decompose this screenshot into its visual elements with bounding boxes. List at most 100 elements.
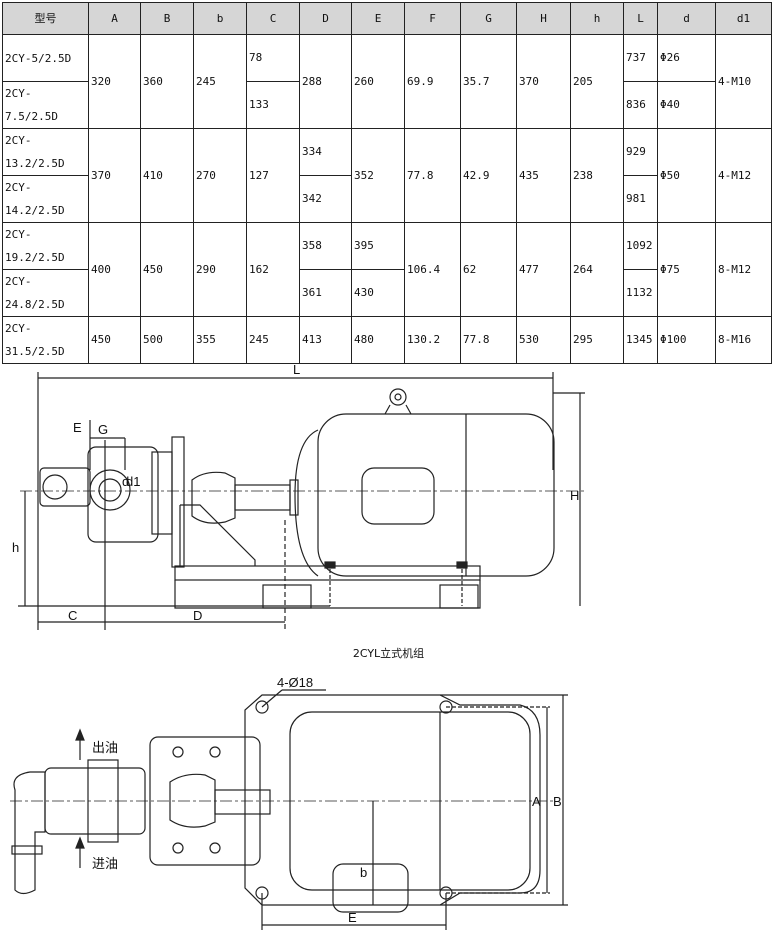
model-cell: 2CY- 14.2/2.5D [2,175,89,223]
label-E: E [73,420,82,435]
header-cell: b [193,2,247,35]
table-cell: 62 [460,222,517,317]
table-cell: 77.8 [404,128,461,223]
model-cell: 2CY- 19.2/2.5D [2,222,89,270]
label-E-top: E [348,910,357,925]
table-cell: 400 [88,222,141,317]
table-cell: 238 [570,128,624,223]
table-cell: 205 [570,34,624,129]
table-cell: 1092 [623,222,658,270]
table-cell: 260 [351,34,405,129]
label-G: G [98,422,108,437]
table-row: 2CY- 24.8/2.5D 361 430 1132 [2,269,772,317]
label-d: d [122,474,129,489]
table-cell: 320 [88,34,141,129]
header-cell: h [570,2,624,35]
table-cell: 1132 [623,269,658,317]
label-inlet: 进油 [92,856,118,871]
table-cell: 500 [140,316,194,364]
table-cell: 290 [193,222,247,317]
header-cell: L [623,2,658,35]
table-cell: 1345 [623,316,658,364]
table-row: 2CY- 13.2/2.5D 370 410 270 127 334 352 7… [2,128,772,223]
header-cell: d [657,2,716,35]
table-cell: Φ26 [657,34,716,82]
table-cell: 133 [246,81,300,129]
top-view-drawing: 4-Ø18 出油 进油 A B b E [10,675,568,930]
label-A: A [532,794,541,809]
table-cell: 42.9 [460,128,517,223]
table-cell: 480 [351,316,405,364]
header-cell: C [246,2,300,35]
table-cell: 130.2 [404,316,461,364]
label-b: b [360,865,367,880]
header-cell: H [516,2,571,35]
model-cell: 2CY- 31.5/2.5D [2,316,89,364]
table-cell: 981 [623,175,658,223]
model-cell: 2CY-5/2.5D [2,34,89,82]
table-cell: 162 [246,222,300,317]
label-outlet: 出油 [92,740,118,755]
table-cell: 360 [140,34,194,129]
table-cell: Φ40 [657,81,716,129]
table-cell: 355 [193,316,247,364]
table-cell: 395 [351,222,405,270]
pump-body [87,446,159,543]
motor-body [317,413,555,577]
table-cell: 358 [299,222,352,270]
table-cell: 8-M16 [715,316,772,364]
table-cell: 435 [516,128,571,223]
table-cell: 737 [623,34,658,82]
table-cell: 77.8 [460,316,517,364]
dimension-table: 型号 A B b C D E F G H h L d d1 2CY-5/2.5D… [2,2,772,364]
table-cell: 78 [246,34,300,82]
table-cell: 370 [516,34,571,129]
header-cell: A [88,2,141,35]
table-cell: 106.4 [404,222,461,317]
table-cell: 8-M12 [715,222,772,317]
model-cell: 2CY- 24.8/2.5D [2,269,89,317]
figure-caption: 2CYL立式机组 [352,647,425,660]
table-cell: 35.7 [460,34,517,129]
table-cell: 245 [246,316,300,364]
header-cell: d1 [715,2,772,35]
side-view-drawing: L H h C D E G d d1 [12,362,585,630]
coupling [191,471,236,524]
table-cell: 450 [140,222,194,317]
label-holes: 4-Ø18 [277,675,313,690]
table-cell: 295 [570,316,624,364]
table-cell: 370 [88,128,141,223]
header-cell: G [460,2,517,35]
table-cell: 430 [351,269,405,317]
label-L: L [293,362,300,377]
header-cell: F [404,2,461,35]
table-header-row: 型号 A B b C D E F G H h L d d1 [2,2,772,35]
table-cell: 410 [140,128,194,223]
label-C: C [68,608,77,623]
terminal-box [361,467,435,525]
table-cell: 352 [351,128,405,223]
table-cell: 69.9 [404,34,461,129]
table-cell: 4-M10 [715,34,772,129]
table-cell: Φ100 [657,316,716,364]
table-row: 2CY- 31.5/2.5D 450 500 355 245 413 480 1… [2,316,772,364]
label-D: D [193,608,202,623]
label-h: h [12,540,19,555]
motor-outline [244,694,541,906]
table-cell: 334 [299,128,352,176]
table-cell: 929 [623,128,658,176]
header-cell: E [351,2,405,35]
table-row: 2CY- 14.2/2.5D 342 981 [2,175,772,223]
header-cell: B [140,2,194,35]
label-d1: d1 [126,474,140,489]
junction-box [332,863,409,913]
table-cell: 264 [570,222,624,317]
table-cell: 836 [623,81,658,129]
table-cell: 127 [246,128,300,223]
table-cell: 413 [299,316,352,364]
label-H: H [570,488,579,503]
label-B: B [553,794,562,809]
table-cell: Φ50 [657,128,716,223]
header-cell: D [299,2,352,35]
table-cell: Φ75 [657,222,716,317]
